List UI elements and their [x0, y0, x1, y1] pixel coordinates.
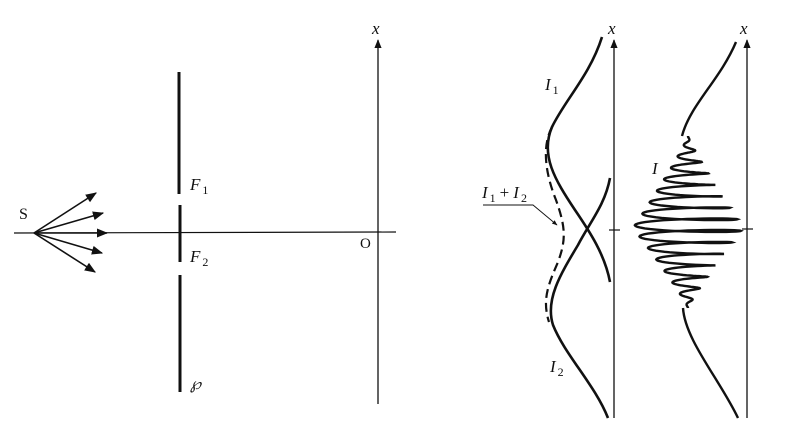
slit-screen	[177, 72, 182, 392]
interference-fringes	[633, 135, 744, 309]
envelope-upper	[680, 41, 738, 137]
left-axis-label: x	[371, 19, 380, 38]
intensity-label: I	[651, 159, 659, 178]
origin-label: O	[360, 236, 371, 252]
source-label: S	[19, 206, 28, 223]
screen-label: ℘	[190, 376, 202, 393]
curve-i2	[549, 177, 612, 419]
right-axis-label: x	[739, 19, 748, 38]
source-rays	[33, 192, 109, 273]
curve-sum-dashed	[544, 126, 565, 323]
curve-i1	[546, 36, 612, 283]
right-axis	[742, 39, 753, 418]
middle-axis	[609, 39, 620, 418]
sum-leader-arrow	[483, 204, 558, 226]
middle-axis-label: x	[607, 19, 616, 38]
envelope-lower	[681, 307, 740, 419]
